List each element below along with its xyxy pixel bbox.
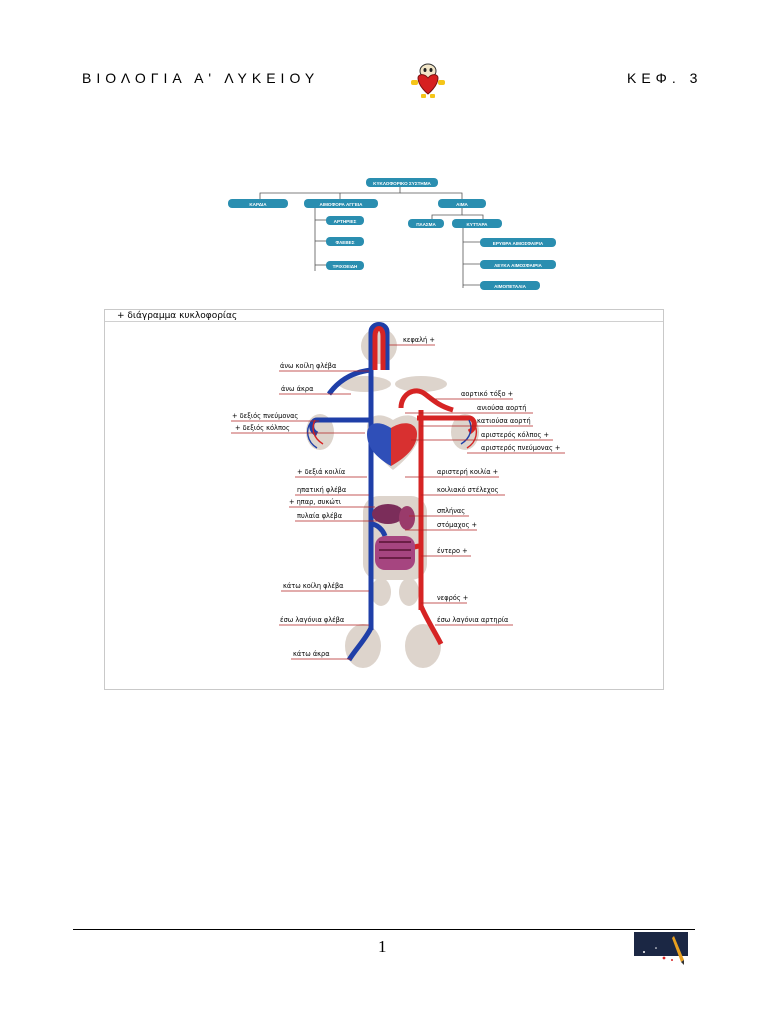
diagram-title: + διάγραμμα κυκλοφορίας — [105, 310, 663, 322]
tree-node-plasma: ΠΛΑΣΜΑ — [408, 219, 444, 228]
chapter-label: ΚΕΦ. 3 — [627, 70, 703, 86]
veins-path — [309, 322, 390, 662]
label-right-lung: + δεξιός πνεύμονας — [232, 412, 298, 420]
svg-text:ΦΛΕΒΕΣ: ΦΛΕΒΕΣ — [335, 240, 354, 245]
tree-node-cells: ΚΥΤΤΑΡΑ — [452, 219, 502, 228]
svg-text:ΠΛΑΣΜΑ: ΠΛΑΣΜΑ — [416, 222, 436, 227]
svg-text:ΑΙΜΟΦΟΡΑ ΑΓΓΕΙΑ: ΑΙΜΟΦΟΡΑ ΑΓΓΕΙΑ — [320, 202, 364, 207]
svg-text:ΑΙΜΑ: ΑΙΜΑ — [456, 202, 468, 207]
label-right-atrium: + δεξιός κόλπος — [235, 424, 290, 432]
label-left-atrium: αριστερός κόλπος + — [481, 431, 549, 439]
svg-text:ΕΡΥΘΡΑ ΑΙΜΟΣΦΑΙΡΙΑ: ΕΡΥΘΡΑ ΑΙΜΟΣΦΑΙΡΙΑ — [493, 241, 544, 246]
label-kidney: νεφρός + — [437, 594, 468, 602]
label-right-ventricle: + δεξιά κοιλία — [297, 468, 346, 476]
left-labels: άνω κοίλη φλέβα άνω άκρα + δεξιός πνεύμο… — [232, 362, 347, 658]
page-number: 1 — [378, 937, 387, 956]
circulation-illustration: άνω κοίλη φλέβα άνω άκρα + δεξιός πνεύμο… — [231, 322, 565, 668]
label-internal-iliac-vein: έσω λαγόνια φλέβα — [280, 616, 345, 624]
heart-illustration — [367, 423, 417, 466]
label-upper-vena-cava: άνω κοίλη φλέβα — [280, 362, 337, 370]
right-labels: κεφαλή + αορτικό τόξο + ανιούσα αορτή κα… — [403, 336, 560, 624]
circulation-diagram: + διάγραμμα κυκλοφορίας — [104, 309, 664, 690]
label-descending-aorta: κατιούσα αορτή — [477, 417, 531, 425]
footer-rule — [73, 929, 695, 930]
label-intestine: έντερο + — [437, 547, 468, 555]
label-lower-limbs: κάτω άκρα — [293, 650, 330, 658]
svg-text:ΑΡΤΗΡΙΕΣ: ΑΡΤΗΡΙΕΣ — [334, 219, 357, 224]
label-left-ventricle: αριστερή κοιλία + — [437, 468, 498, 476]
label-internal-iliac-artery: έσω λαγόνια αρτηρία — [437, 616, 509, 624]
label-spleen: σπλήνας — [437, 507, 465, 515]
svg-text:ΤΡΙΧΟΕΙΔΗ: ΤΡΙΧΟΕΙΔΗ — [333, 264, 358, 269]
label-upper-limbs: άνω άκρα — [281, 385, 314, 393]
tree-node-white-cells: ΛΕΥΚΑ ΑΙΜΟΣΦΑΙΡΙΑ — [480, 260, 556, 269]
tree-node-veins: ΦΛΕΒΕΣ — [326, 237, 364, 246]
left-leader-lines — [231, 370, 377, 660]
tree-node-heart: ΚΑΡΔΙΑ — [228, 199, 288, 208]
tree-node-platelets: ΑΙΜΟΠΕΤΑΛΙΑ — [480, 281, 540, 290]
tree-node-arteries: ΑΡΤΗΡΙΕΣ — [326, 216, 364, 225]
tree-node-root: ΚΥΚΛΟΦΟΡΙΚΟ ΣΥΣΤΗΜΑ — [366, 178, 438, 187]
svg-text:ΚΥΚΛΟΦΟΡΙΚΟ ΣΥΣΤΗΜΑ: ΚΥΚΛΟΦΟΡΙΚΟ ΣΥΣΤΗΜΑ — [373, 181, 431, 186]
label-left-lung: αριστερός πνεύμονας + — [481, 444, 560, 452]
tree-node-blood: ΑΙΜΑ — [438, 199, 486, 208]
label-celiac-trunk: κοιλιακό στέλεχος — [437, 486, 499, 494]
tree-node-red-cells: ΕΡΥΘΡΑ ΑΙΜΟΣΦΑΙΡΙΑ — [480, 238, 556, 247]
footer-corner-graphic — [634, 932, 688, 966]
svg-text:ΛΕΥΚΑ ΑΙΜΟΣΦΑΙΡΙΑ: ΛΕΥΚΑ ΑΙΜΟΣΦΑΙΡΙΑ — [494, 263, 542, 268]
header-title: ΒΙΟΛΟΓΙΑ Α' ΛΥΚΕΙΟΥ — [82, 70, 320, 86]
abdominal-organs — [372, 504, 415, 570]
label-liver: + ηπαρ, συκώτι — [289, 498, 341, 506]
label-ascending-aorta: ανιούσα αορτή — [477, 404, 526, 412]
label-stomach: στόμαχος + — [437, 521, 477, 529]
svg-text:ΑΙΜΟΠΕΤΑΛΙΑ: ΑΙΜΟΠΕΤΑΛΙΑ — [494, 284, 526, 289]
label-aortic-arch: αορτικό τόξο + — [461, 390, 513, 398]
label-hepatic-vein: ηπατική φλέβα — [297, 486, 347, 494]
svg-text:ΚΥΤΤΑΡΑ: ΚΥΤΤΑΡΑ — [466, 222, 488, 227]
svg-text:ΚΑΡΔΙΑ: ΚΑΡΔΙΑ — [249, 202, 267, 207]
label-head: κεφαλή + — [403, 336, 435, 344]
right-leader-lines — [389, 344, 565, 626]
label-inferior-vena-cava: κάτω κοίλη φλέβα — [283, 582, 344, 590]
label-portal-vein: πυλαία φλέβα — [297, 512, 343, 520]
tree-node-capillaries: ΤΡΙΧΟΕΙΔΗ — [326, 261, 364, 270]
circulatory-system-tree: ΚΥΚΛΟΦΟΡΙΚΟ ΣΥΣΤΗΜΑ ΚΑΡΔΙΑ ΑΙΜΟΦΟΡΑ ΑΓΓΕ… — [228, 178, 556, 290]
heart-mascot-logo — [411, 63, 445, 98]
tree-node-vessels: ΑΙΜΟΦΟΡΑ ΑΓΓΕΙΑ — [304, 199, 378, 208]
